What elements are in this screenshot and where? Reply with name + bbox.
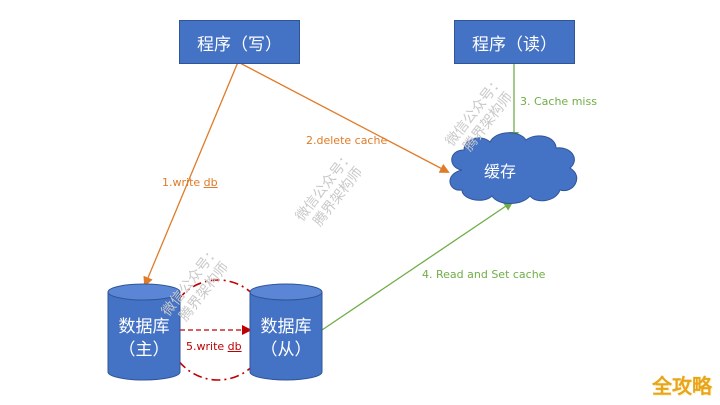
program-write-box: 程序（写） [179,20,300,64]
arrow-delete-cache [237,61,450,173]
edge-label-delete-cache: 2.delete cache [306,134,388,147]
db-master-line2: （主） [118,340,170,360]
arrow-read-set-cache [321,200,514,331]
cache-cloud [449,132,578,204]
edge-replicate-suffix: db [227,340,242,353]
edge-write-db-suffix: db [203,176,218,189]
db-master-cylinder [107,283,181,381]
db-master-label: 数据库 （主） [108,316,180,362]
program-read-label: 程序（读） [472,34,557,55]
edge-replicate-prefix: 5.write [186,340,228,353]
edge-label-cache-miss: 3. Cache miss [520,95,597,108]
cache-label: 缓存 [484,162,517,181]
db-slave-line2: （从） [260,340,312,360]
program-read-box: 程序（读） [454,20,575,64]
edge-write-db-prefix: 1.write [162,176,204,189]
db-master-line1: 数据库 [118,317,170,337]
program-write-label: 程序（写） [197,34,282,55]
db-slave-line1: 数据库 [260,317,312,337]
db-slave-label: 数据库 （从） [250,316,322,362]
corner-logo: 全攻略 [652,374,712,398]
db-slave-cylinder [249,283,323,381]
arrow-write-db [143,61,239,287]
edge-label-write-db: 1.write db [162,176,218,189]
edge-label-read-set-cache: 4. Read and Set cache [422,268,546,281]
edge-label-replicate: 5.write db [186,340,242,353]
